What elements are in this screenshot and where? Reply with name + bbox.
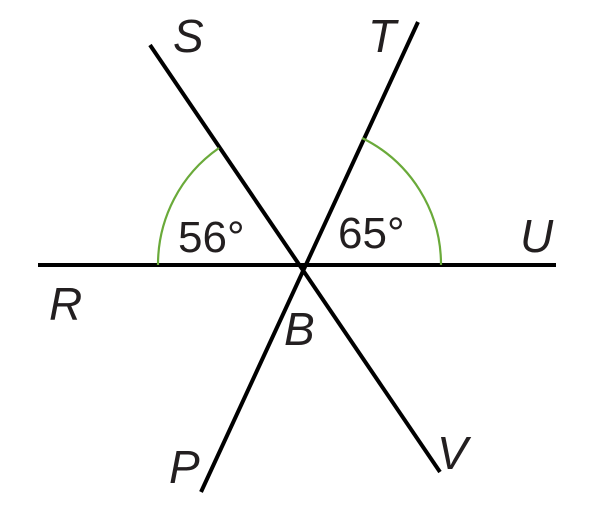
- angle-arc-rbs: [156, 147, 220, 266]
- label-r: R: [49, 278, 82, 330]
- line-sv: [148, 43, 442, 474]
- angle-arc-tbu: [361, 137, 443, 266]
- label-t: T: [368, 10, 399, 62]
- line-tp: [199, 21, 420, 493]
- label-s: S: [173, 10, 204, 62]
- angle-label-left: 56°: [178, 213, 245, 262]
- label-v: V: [437, 427, 472, 479]
- angle-label-right: 65°: [338, 209, 405, 258]
- label-u: U: [520, 210, 554, 262]
- label-p: P: [169, 441, 200, 493]
- label-b: B: [284, 303, 315, 355]
